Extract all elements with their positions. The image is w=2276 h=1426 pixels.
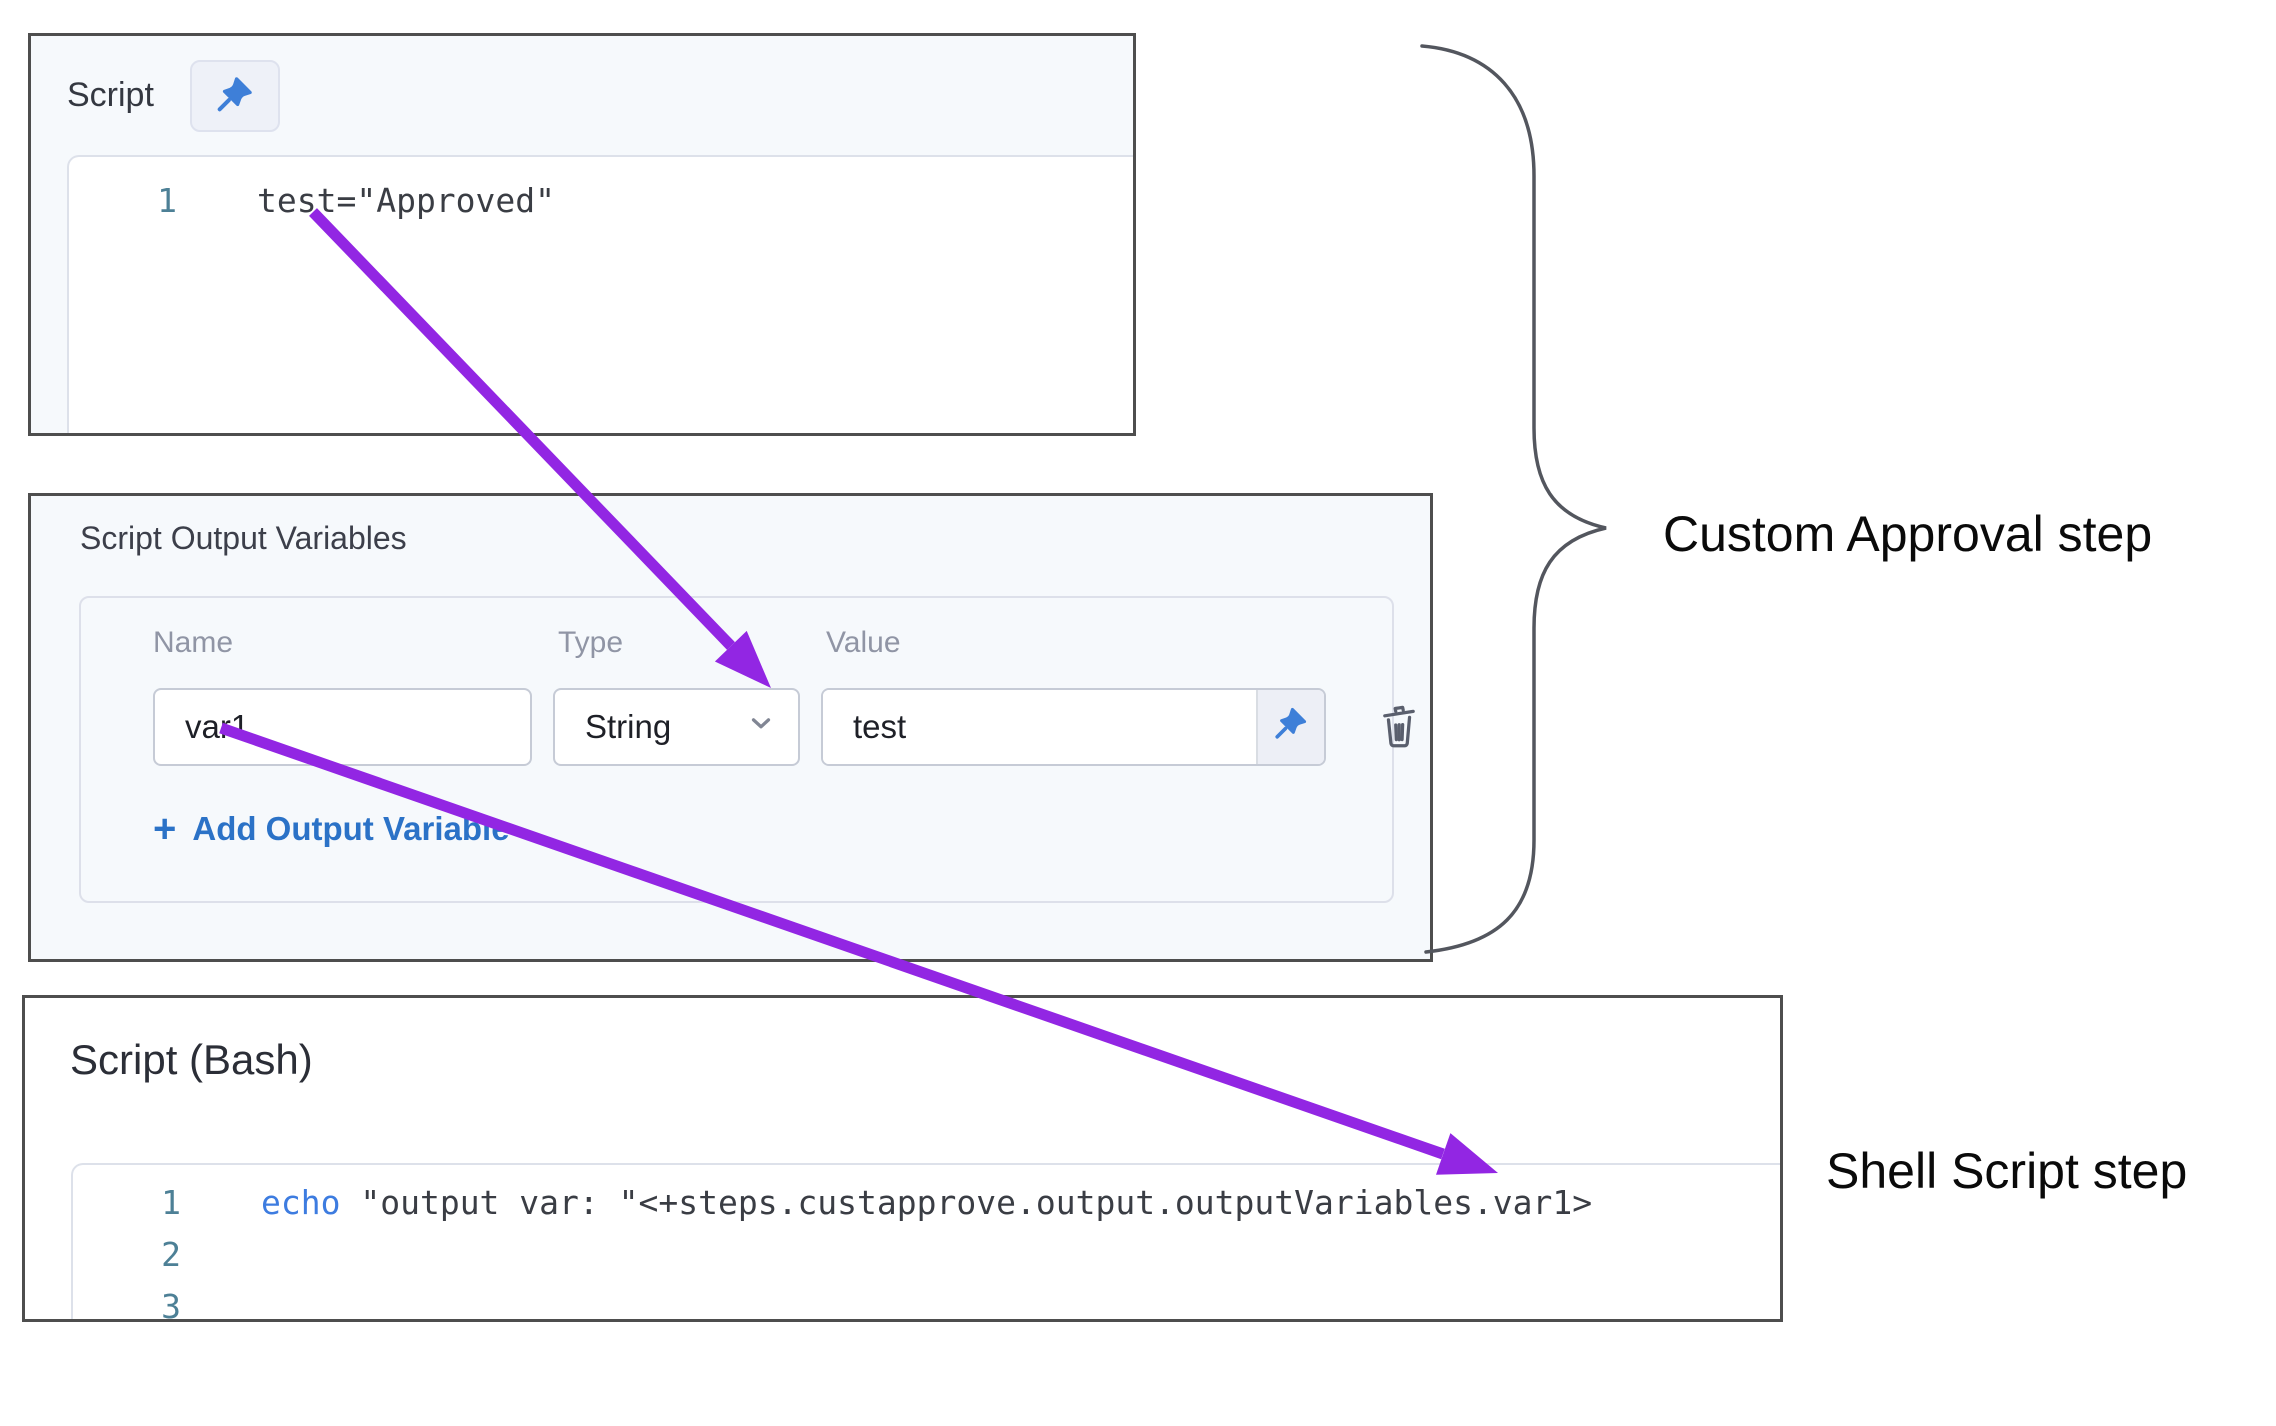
plus-icon: + (153, 806, 177, 851)
script-pin-button[interactable] (189, 59, 280, 132)
line-number: 3 (161, 1287, 181, 1326)
variable-value-input[interactable] (823, 690, 1256, 764)
name-column-label: Name (153, 626, 234, 659)
trash-icon (1376, 700, 1422, 753)
approval-script-header: Script (31, 36, 1133, 155)
add-output-variable-button[interactable]: + Add Output Variable (153, 806, 510, 851)
code-line: 1 test="Approved" (69, 175, 1133, 227)
approval-script-title: Script (67, 76, 154, 114)
output-variables-card: Name Type Value String (79, 596, 1415, 903)
curly-brace (1420, 44, 1607, 954)
shell-script-panel: Script (Bash) 1 echo "output var: "<+ste… (22, 995, 1783, 1326)
variable-type-select[interactable]: String (553, 688, 800, 766)
delete-variable-button[interactable] (1371, 696, 1427, 756)
pin-icon (215, 74, 255, 117)
variable-name-input[interactable] (153, 688, 532, 766)
shell-script-annotation: Shell Script step (1826, 1143, 2188, 1199)
add-output-variable-label: Add Output Variable (192, 810, 510, 847)
output-variables-title: Script Output Variables (80, 520, 407, 556)
code-line: 1 echo "output var: "<+steps.custapprove… (73, 1177, 1780, 1229)
output-variables-panel: Script Output Variables Name Type Value … (28, 493, 1433, 962)
code-line: 3 (73, 1281, 1780, 1333)
code-text: test="Approved" (257, 181, 556, 220)
approval-script-panel: Script 1 test="Approved" (28, 33, 1136, 436)
variable-value-field (821, 688, 1326, 766)
value-column-label: Value (826, 626, 901, 659)
line-number: 2 (161, 1235, 181, 1274)
line-number: 1 (161, 1183, 181, 1222)
variable-type-value: String (585, 708, 672, 745)
value-pin-button[interactable] (1256, 690, 1324, 764)
code-line: 2 (73, 1229, 1780, 1281)
keyword-token: echo (261, 1183, 341, 1222)
line-number: 1 (157, 181, 177, 220)
code-token: "output var: "<+steps.custapprove.output… (340, 1183, 1593, 1222)
pin-icon (1273, 705, 1309, 749)
shell-script-editor[interactable]: 1 echo "output var: "<+steps.custapprove… (71, 1163, 1780, 1326)
custom-approval-annotation: Custom Approval step (1663, 506, 2153, 562)
variable-name-field (153, 688, 532, 766)
code-text: echo "output var: "<+steps.custapprove.o… (181, 1177, 1592, 1229)
chevron-down-icon (746, 708, 776, 746)
approval-script-editor[interactable]: 1 test="Approved" (67, 155, 1133, 433)
type-column-label: Type (558, 626, 624, 659)
shell-script-title: Script (Bash) (70, 1036, 313, 1083)
